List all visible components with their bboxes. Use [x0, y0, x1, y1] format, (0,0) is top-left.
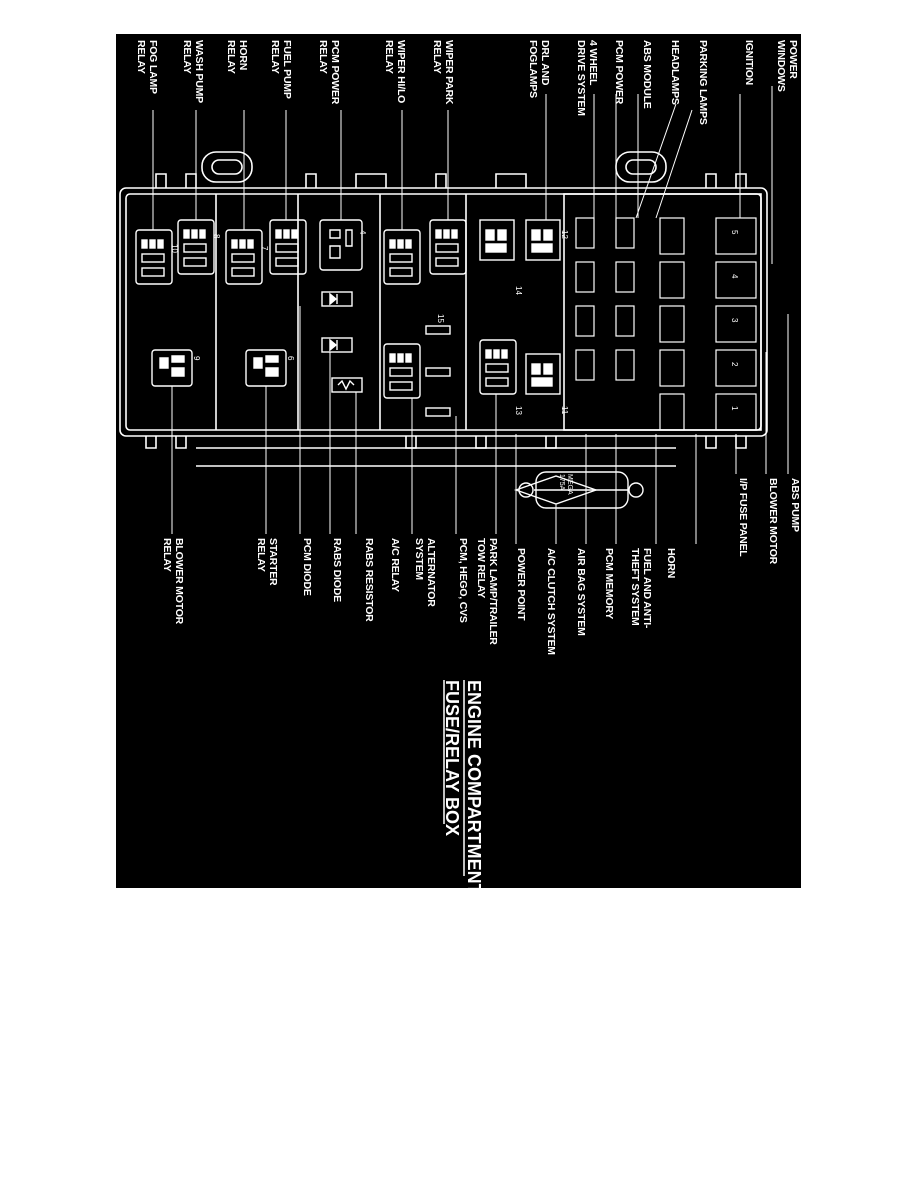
label-horn: HORN	[665, 548, 677, 578]
label-fog-lamp: FOG LAMP	[147, 40, 159, 94]
pcm-power-relay-block	[319, 219, 363, 271]
label-alternator: ALTERNATOR	[425, 538, 437, 607]
fuse-box-body	[119, 151, 768, 467]
label-wash-pump: WASH PUMP	[193, 40, 205, 103]
svg-text:2: 2	[730, 362, 739, 367]
svg-text:13: 13	[514, 406, 523, 415]
label-power-windows: POWER	[787, 40, 799, 79]
svg-text:ENGINE COMPARTMENT: ENGINE COMPARTMENT	[464, 680, 484, 888]
fog-lamp-relay-block	[135, 229, 173, 285]
ac-relay-block	[383, 343, 421, 399]
wiper-park-relay-block	[429, 219, 467, 275]
position-numbers: 1 2 3 4 5 4 6 7 8 9 10 11 12 13 14 15	[170, 230, 739, 415]
label-pcm-power-relay: PCM POWER	[329, 40, 341, 105]
starter-relay-block	[245, 349, 287, 387]
label-rabs-diode: RABS DIODE	[331, 538, 343, 602]
label-fuel-anti-2: THEFT SYSTEM	[629, 548, 641, 626]
fuse-panel	[575, 217, 757, 431]
svg-text:14: 14	[514, 286, 523, 295]
label-air-bag: AIR BAG SYSTEM	[575, 548, 587, 636]
fuel-pump-relay-block	[269, 219, 307, 275]
label-wiper-hilo-2: RELAY	[383, 40, 395, 74]
svg-text:MEGA: MEGA	[566, 474, 573, 495]
label-drl-2: FOGLAMPS	[527, 40, 539, 98]
wiper-hilo-relay-block	[383, 229, 421, 285]
label-pcm-memory: PCM MEMORY	[603, 548, 615, 619]
label-wash-pump-2: RELAY	[181, 40, 193, 74]
leader-lines	[152, 86, 789, 544]
top-labels: POWER WINDOWS IGNITION PARKING LAMPS HEA…	[135, 40, 799, 125]
label-headlamps: HEADLAMPS	[669, 40, 681, 105]
svg-text:4: 4	[358, 230, 367, 235]
horn-relay-block	[225, 229, 263, 285]
blower-motor-relay-block	[151, 349, 193, 387]
label-blower-motor: BLOWER MOTOR	[767, 478, 779, 565]
label-fuel-anti: FUEL AND ANTI-	[641, 548, 653, 629]
label-4wheel-2: DRIVE SYSTEM	[575, 40, 587, 116]
mini-fuse-row	[425, 325, 451, 417]
maxi-fuse-block	[479, 219, 561, 395]
svg-text:6: 6	[286, 356, 295, 361]
label-drl: DRL AND	[539, 40, 551, 86]
svg-text:5: 5	[730, 230, 739, 235]
label-fog-lamp-2: RELAY	[135, 40, 147, 74]
label-wiper-park-2: RELAY	[431, 40, 443, 74]
label-pcm-power-relay-2: RELAY	[317, 40, 329, 74]
page-title: ENGINE COMPARTMENT FUSE/RELAY BOX	[442, 680, 484, 888]
relay-group	[135, 219, 561, 417]
svg-text:10: 10	[170, 244, 179, 253]
label-pcm-diode: PCM DIODE	[301, 538, 313, 596]
label-pcm-power: PCM POWER	[613, 40, 625, 105]
diode-resistor-block	[321, 291, 363, 393]
svg-text:15: 15	[436, 314, 445, 323]
svg-text:175A: 175A	[558, 474, 565, 491]
svg-text:8: 8	[212, 234, 221, 239]
park-lamp-relay-block	[479, 339, 517, 395]
label-blower-relay: BLOWER MOTOR	[173, 538, 185, 625]
diagram-canvas: POWER WINDOWS IGNITION PARKING LAMPS HEA…	[119, 40, 801, 888]
svg-text:4: 4	[730, 274, 739, 279]
label-abs-module: ABS MODULE	[641, 40, 653, 109]
label-4wheel: 4 WHEEL	[587, 40, 599, 86]
label-wiper-hilo: WIPER HI/LO	[395, 40, 407, 103]
svg-text:9: 9	[192, 356, 201, 361]
fuse-relay-diagram: POWER WINDOWS IGNITION PARKING LAMPS HEA…	[116, 34, 801, 888]
svg-text:7: 7	[260, 246, 269, 251]
label-ip-fuse-panel: I/P FUSE PANEL	[737, 478, 749, 557]
label-alternator-2: SYSTEM	[413, 538, 425, 580]
mega-fuse-label: MEGA 175A	[558, 474, 573, 495]
label-blower-relay-2: RELAY	[161, 538, 173, 572]
label-wiper-park: WIPER PARK	[443, 40, 455, 105]
label-ac-relay: A/C RELAY	[389, 538, 401, 592]
label-fuel-pump: FUEL PUMP	[281, 40, 293, 99]
svg-text:FUSE/RELAY BOX: FUSE/RELAY BOX	[442, 680, 462, 836]
label-rabs-resistor: RABS RESISTOR	[363, 538, 375, 622]
label-fuel-pump-2: RELAY	[269, 40, 281, 74]
svg-text:12: 12	[560, 230, 569, 239]
label-starter: STARTER	[267, 538, 279, 586]
label-power-point: POWER POINT	[515, 548, 527, 621]
label-power-windows-2: WINDOWS	[775, 40, 787, 92]
label-horn-relay: HORN	[237, 40, 249, 70]
label-parking-lamps: PARKING LAMPS	[697, 40, 709, 125]
label-starter-2: RELAY	[255, 538, 267, 572]
label-pcm-hego: PCM, HEGO, CVS	[457, 538, 469, 623]
label-horn-relay-2: RELAY	[225, 40, 237, 74]
mega-fuse	[513, 471, 644, 509]
label-park-lamp: PARK LAMP/TRAILER	[487, 538, 499, 645]
svg-text:3: 3	[730, 318, 739, 323]
label-park-lamp-2: TOW RELAY	[475, 538, 487, 598]
bottom-labels: ABS PUMP BLOWER MOTOR I/P FUSE PANEL HOR…	[161, 478, 801, 655]
svg-text:11: 11	[560, 406, 569, 415]
label-ac-clutch: A/C CLUTCH SYSTEM	[545, 548, 557, 655]
wash-pump-relay-block	[177, 219, 215, 275]
svg-text:1: 1	[730, 406, 739, 411]
label-abs-pump: ABS PUMP	[789, 478, 801, 532]
label-ignition: IGNITION	[743, 40, 755, 85]
